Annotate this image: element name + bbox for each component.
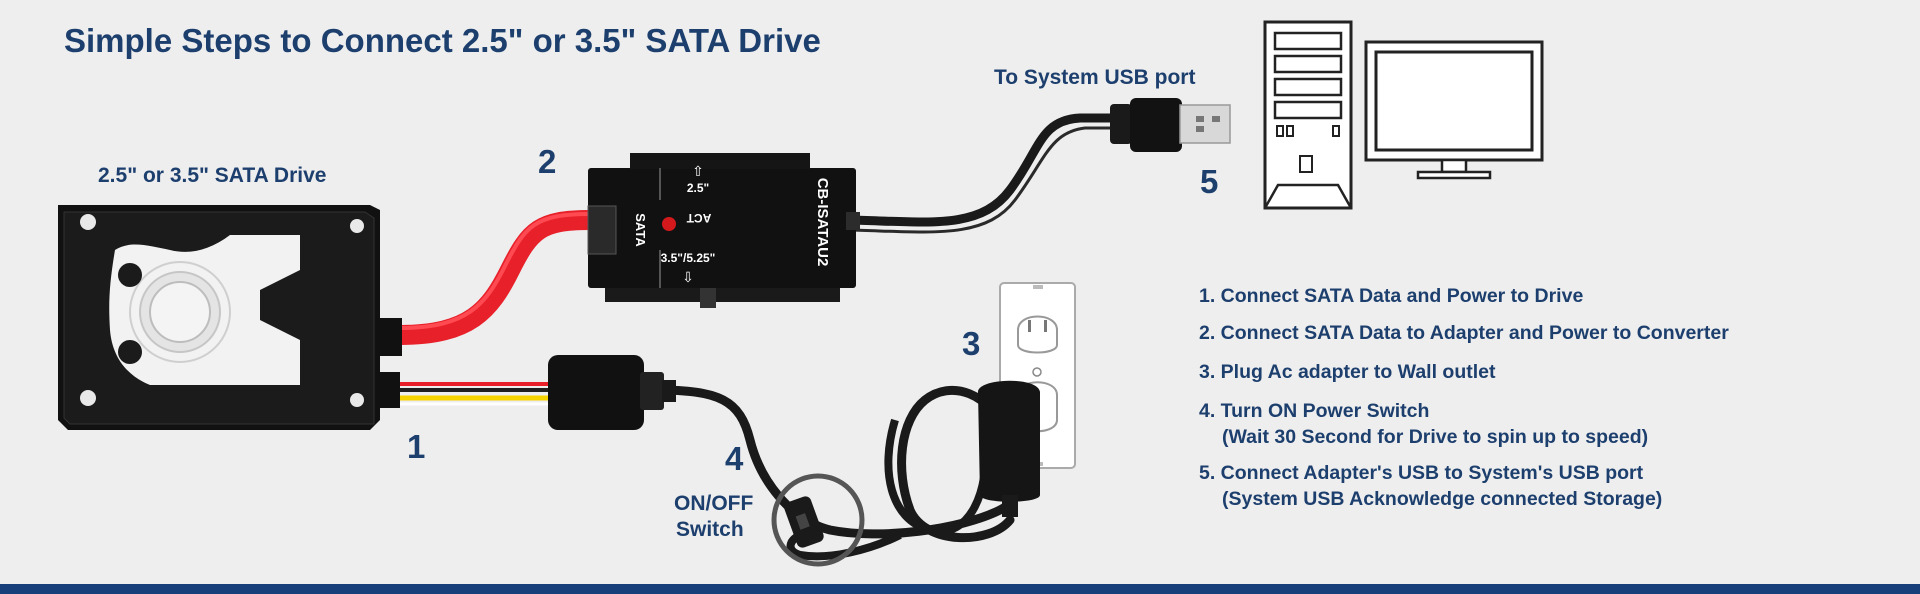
sata-usb-adapter — [587, 153, 860, 308]
usb-port-label: To System USB port — [994, 66, 1196, 89]
adapter-act-led-label: ACT — [686, 211, 711, 225]
power-converter — [548, 355, 676, 430]
ac-adapter — [978, 380, 1040, 517]
page-title: Simple Steps to Connect 2.5" or 3.5" SAT… — [64, 22, 821, 59]
step-item-3: 3. Plug Ac adapter to Wall outlet — [1199, 361, 1496, 384]
step-text: 1. Connect SATA Data and Power to Drive — [1199, 285, 1584, 307]
sata-drive — [58, 205, 402, 430]
sata-data-cable-highlight — [399, 212, 591, 330]
computer-tower — [1263, 20, 1353, 210]
step-item-4: 4. Turn ON Power Switch (Wait 30 Second … — [1199, 400, 1648, 449]
step-text: 3. Plug Ac adapter to Wall outlet — [1199, 361, 1496, 383]
computer-monitor — [1364, 40, 1544, 180]
step-item-5: 5. Connect Adapter's USB to System's USB… — [1199, 462, 1662, 511]
step-item-1: 1. Connect SATA Data and Power to Drive — [1199, 285, 1583, 308]
arrow-up-icon: ⇧ — [692, 164, 704, 180]
step-subtext: (System USB Acknowledge connected Storag… — [1222, 488, 1663, 510]
usb-cable-shadow — [849, 126, 1125, 234]
adapter-size-large-label: 3.5"/5.25" — [661, 251, 716, 265]
step-number-5: 5 — [1200, 163, 1219, 200]
switch-label-on-off: ON/OFF — [674, 492, 754, 515]
step-text: 4. Turn ON Power Switch — [1199, 400, 1430, 422]
sata-data-cable — [399, 210, 591, 345]
step-number-1: 1 — [407, 428, 426, 465]
adapter-model-label: CB-ISATAU2 — [814, 178, 831, 267]
step-text: 2. Connect SATA Data to Adapter and Powe… — [1199, 322, 1729, 344]
drive-label: 2.5" or 3.5" SATA Drive — [98, 164, 327, 187]
usb-cable — [845, 113, 1125, 227]
adapter-sata-port-label: SATA — [633, 213, 648, 247]
bottom-bar — [0, 584, 1920, 594]
arrow-down-icon: ⇩ — [682, 270, 694, 286]
step-number-2: 2 — [538, 143, 557, 180]
step-item-2: 2. Connect SATA Data to Adapter and Powe… — [1199, 322, 1729, 345]
switch-label-switch: Switch — [676, 518, 744, 541]
step-subtext: (Wait 30 Second for Drive to spin up to … — [1222, 426, 1649, 448]
switch-cable — [786, 531, 902, 561]
usb-plug — [1110, 98, 1231, 152]
step-text: 5. Connect Adapter's USB to System's USB… — [1199, 462, 1644, 484]
adapter-size-small-label: 2.5" — [687, 181, 709, 195]
step-number-3: 3 — [962, 325, 981, 362]
step-number-4: 4 — [725, 440, 744, 477]
power-switch — [771, 473, 865, 567]
